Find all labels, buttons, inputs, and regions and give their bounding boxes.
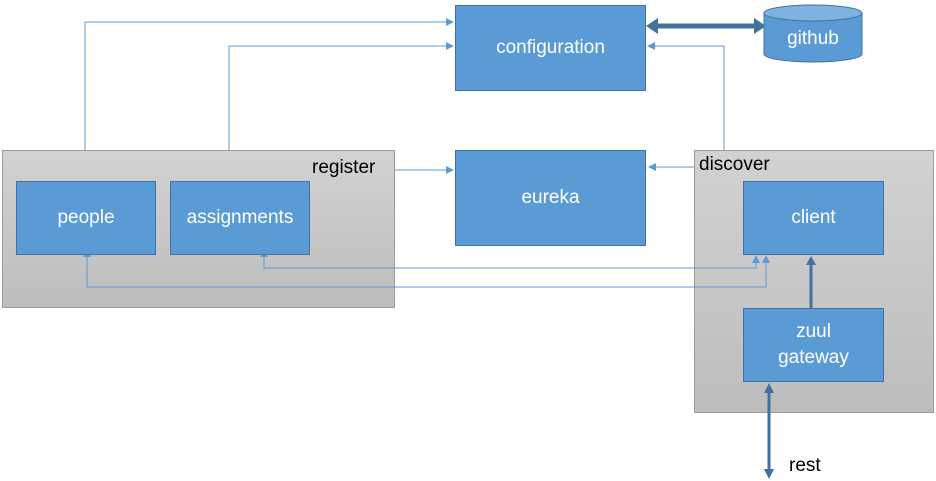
eureka-label: eureka <box>521 187 580 208</box>
configuration-github-arrowhead-right <box>754 18 766 34</box>
configuration-label: configuration <box>496 37 605 58</box>
rest-label: rest <box>789 455 821 476</box>
discover-to-configuration-arrow <box>647 42 725 150</box>
people-to-configuration-arrow <box>84 18 454 150</box>
rest-zuul-arrowhead-bottom <box>764 469 774 479</box>
eureka-node: eureka <box>455 150 646 246</box>
configuration-github-arrowhead-left <box>646 18 658 34</box>
discover-label: discover <box>699 154 770 175</box>
assignments-node: assignments <box>170 181 310 255</box>
people-label: people <box>57 207 115 228</box>
zuul-gateway-label: zuul gateway <box>778 321 849 368</box>
rest-zuul-arrowhead-top <box>764 383 774 393</box>
register-label: register <box>312 157 376 178</box>
github-label: github <box>787 28 839 49</box>
assignments-to-configuration-arrow <box>228 42 454 150</box>
client-node: client <box>743 181 884 255</box>
client-assignments-link <box>260 249 760 269</box>
configuration-node: configuration <box>455 5 646 91</box>
client-people-link <box>83 249 770 288</box>
people-node: people <box>16 181 156 255</box>
github-database-icon <box>763 4 863 63</box>
client-label: client <box>791 207 836 228</box>
zuul-gateway-node: zuul gateway <box>743 308 884 382</box>
zuul-to-client-arrowhead <box>806 256 816 265</box>
assignments-label: assignments <box>186 207 294 228</box>
